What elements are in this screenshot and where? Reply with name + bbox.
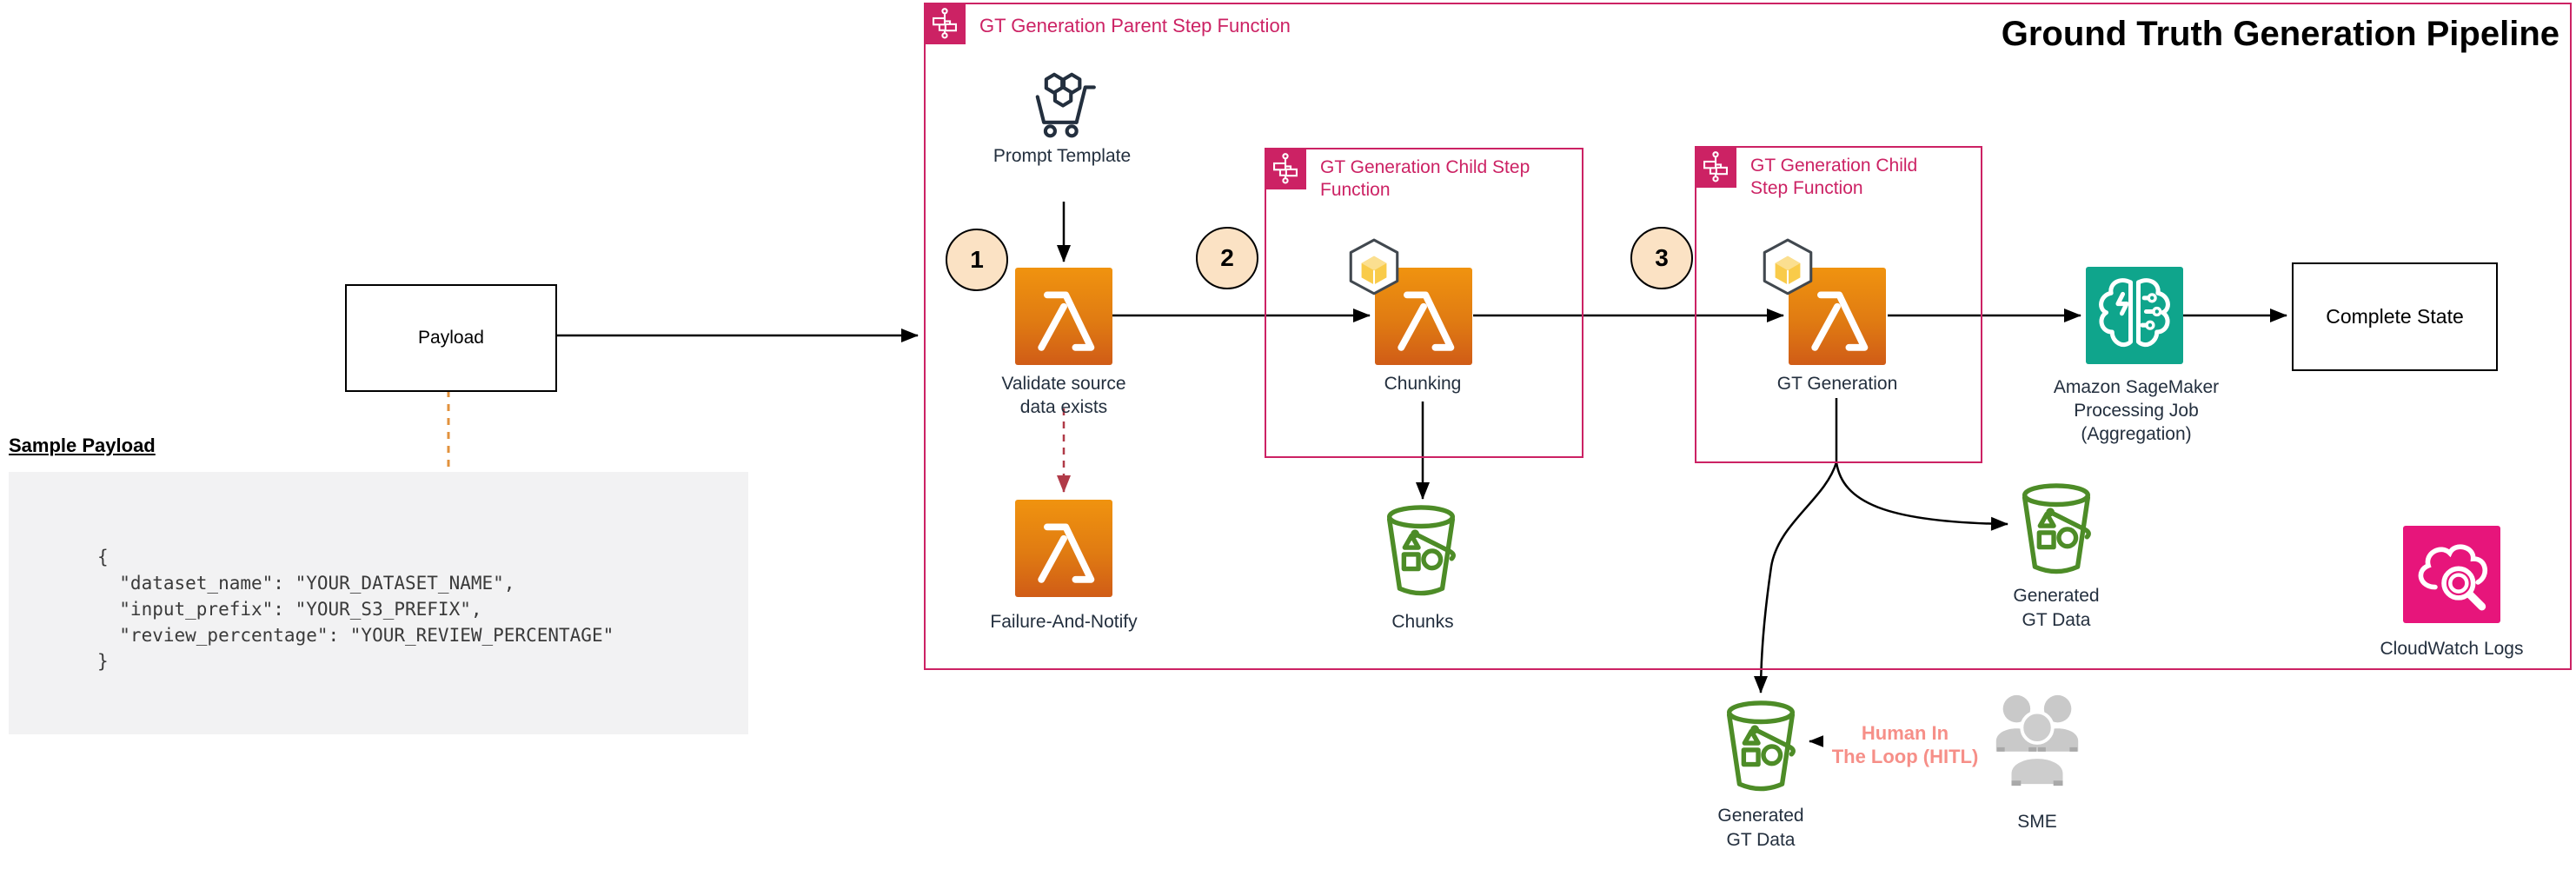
hitl-annotation: Human In The Loop (HITL) [1823,721,1987,768]
child-group-1-label: GT Generation Child Step Function [1320,157,1530,200]
node-label-gtdata-upper: Generated GT Data [2013,586,2100,630]
step-functions-icon [1265,148,1306,189]
arrow-gtgen-to-gtdata-lower [1754,461,1838,694]
complete-state-box: Complete State [2292,262,2498,371]
node-label-prompt-template: Prompt Template [993,146,1132,166]
node-label-chunking: Chunking [1384,374,1462,394]
parent-group-label: GT Generation Parent Step Function [979,15,1291,36]
node-label-sme: SME [2017,812,2057,832]
child-step-function-group-2: GT Generation Child Step Function [1695,146,1982,463]
child-step-function-group-1: GT Generation Child Step Function [1265,148,1583,458]
node-label-cloudwatch: CloudWatch Logs [2380,639,2524,659]
sample-payload-code: { "dataset_name": "YOUR_DATASET_NAME", "… [97,547,614,672]
payload-label: Payload [418,328,484,348]
parent-step-function-group: GT Generation Parent Step Function Groun… [924,3,2572,670]
step-circle-3: 3 [1630,227,1693,289]
lambda-icon-validate [1015,268,1112,365]
cart-icon [1026,70,1102,141]
step-number: 1 [970,246,984,273]
s3-bucket-icon-chunks [1378,502,1464,598]
cube-icon [1759,236,1816,299]
lambda-icon-failure [1015,500,1112,597]
payload-box: Payload [345,284,557,392]
sagemaker-icon [2086,267,2183,364]
step-functions-icon [924,3,966,44]
step-number: 3 [1655,244,1669,271]
step-number: 2 [1220,244,1234,271]
node-label-chunks: Chunks [1391,612,1454,632]
step-circle-1: 1 [946,229,1008,291]
sample-payload-panel [9,472,748,734]
child-group-2-label: GT Generation Child Step Function [1750,156,1918,198]
arrow-gtgen-to-gtdata-upper [1835,461,2008,531]
complete-state-label: Complete State [2326,305,2464,328]
sample-payload-heading: Sample Payload [9,435,156,456]
s3-bucket-icon-gtdata-upper [2013,481,2100,576]
node-label-validate: Validate source data exists [1001,374,1126,417]
step-functions-icon [1695,146,1736,188]
node-label-gt-generation: GT Generation [1776,374,1898,394]
cube-icon [1345,236,1403,299]
page-title: Ground Truth Generation Pipeline [2001,15,2559,53]
cloudwatch-icon [2403,526,2500,623]
node-label-failure: Failure-And-Notify [990,612,1138,632]
s3-bucket-icon-gtdata-lower [1717,698,1804,793]
node-label-gtdata-lower: Generated GT Data [1717,806,1804,850]
node-label-sagemaker: Amazon SageMaker Processing Job (Aggrega… [2053,377,2220,444]
step-circle-2: 2 [1196,227,1258,289]
sme-group-icon [1986,685,2088,798]
